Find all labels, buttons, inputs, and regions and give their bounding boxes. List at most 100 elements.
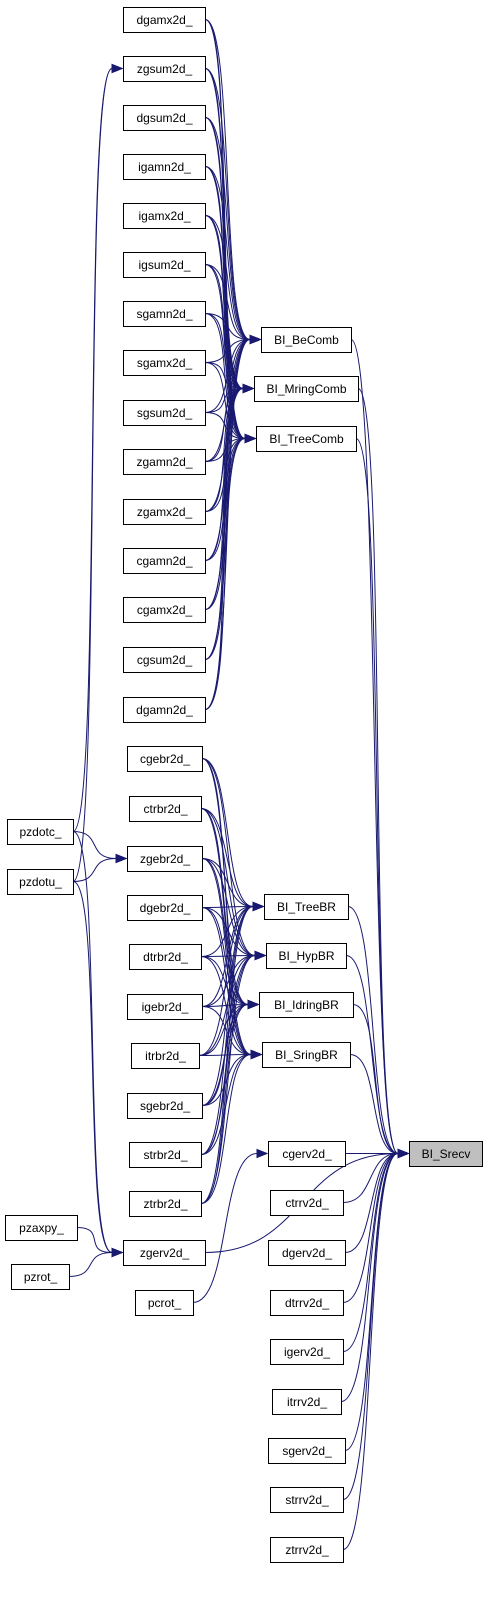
node-bi-hypbr[interactable]: BI_HypBR xyxy=(266,943,347,969)
edge-dtrrv2d-to-BI_Srecv xyxy=(342,1148,410,1303)
node-label: zgamn2d_ xyxy=(136,455,192,469)
node-zgebr2d[interactable]: zgebr2d_ xyxy=(127,846,203,872)
node-label: dgsum2d_ xyxy=(136,111,192,125)
node-itrrv2d[interactable]: itrrv2d_ xyxy=(272,1389,342,1415)
node-dgamn2d[interactable]: dgamn2d_ xyxy=(123,697,206,723)
node-label: pzrot_ xyxy=(24,1270,58,1284)
node-igamn2d[interactable]: igamn2d_ xyxy=(123,154,206,180)
node-igerv2d[interactable]: igerv2d_ xyxy=(270,1339,344,1365)
node-sgsum2d[interactable]: sgsum2d_ xyxy=(123,400,206,426)
edge-BI_HypBR-to-BI_Srecv xyxy=(345,955,410,1159)
node-dgerv2d[interactable]: dgerv2d_ xyxy=(268,1240,346,1266)
node-label: sgamx2d_ xyxy=(137,356,193,370)
edge-pzdotu-to-zgerv2d xyxy=(72,881,124,1258)
node-bi-becomb[interactable]: BI_BeComb xyxy=(261,327,352,353)
node-bi-mringcomb[interactable]: BI_MringComb xyxy=(254,376,359,402)
edge-ztrbr2d-to-BI_SringBR xyxy=(200,1049,263,1204)
node-bi-treebr[interactable]: BI_TreeBR xyxy=(264,894,349,920)
node-ztrbr2d[interactable]: ztrbr2d_ xyxy=(129,1191,202,1217)
node-label: zgamx2d_ xyxy=(137,505,193,519)
edge-dgamx2d-to-BI_BeComb xyxy=(204,19,262,345)
edge-dgamn2d-to-BI_TreeComb xyxy=(204,433,257,710)
node-label: dgerv2d_ xyxy=(282,1246,332,1260)
node-dgsum2d[interactable]: dgsum2d_ xyxy=(123,105,206,131)
node-sgebr2d[interactable]: sgebr2d_ xyxy=(127,1093,203,1119)
node-bi-idringbr[interactable]: BI_IdringBR xyxy=(259,992,354,1018)
node-cgamn2d[interactable]: cgamn2d_ xyxy=(123,548,206,574)
node-label: pzdotu_ xyxy=(19,875,62,889)
nodes-layer: dgamx2d_ zgsum2d_ dgsum2d_ igamn2d_ igam… xyxy=(5,7,483,1563)
node-label: cgsum2d_ xyxy=(137,653,193,667)
node-ztrrv2d[interactable]: ztrrv2d_ xyxy=(270,1537,344,1563)
node-bi-sringbr[interactable]: BI_SringBR xyxy=(262,1042,351,1068)
node-cgebr2d[interactable]: cgebr2d_ xyxy=(127,746,203,772)
edge-ctrbr2d-to-BI_HypBR xyxy=(200,808,267,961)
node-label: pzdotc_ xyxy=(19,825,61,839)
node-label: igebr2d_ xyxy=(142,1000,189,1014)
edge-igamx2d-to-BI_MringComb xyxy=(204,215,255,394)
edge-ctrbr2d-to-BI_SringBR xyxy=(200,808,263,1060)
node-label: cgebr2d_ xyxy=(140,752,190,766)
node-label: dgamx2d_ xyxy=(136,13,192,27)
node-dtrrv2d[interactable]: dtrrv2d_ xyxy=(270,1290,344,1316)
node-igamx2d[interactable]: igamx2d_ xyxy=(123,203,206,229)
node-dtrbr2d[interactable]: dtrbr2d_ xyxy=(129,944,202,970)
node-label: pzaxpy_ xyxy=(19,1221,64,1235)
node-label: ztrrv2d_ xyxy=(285,1543,329,1557)
node-label: itrbr2d_ xyxy=(145,1049,186,1063)
node-label: BI_Srecv xyxy=(422,1147,471,1161)
node-dgebr2d[interactable]: dgebr2d_ xyxy=(127,895,203,921)
node-bi-srecv[interactable]: BI_Srecv xyxy=(409,1141,483,1167)
node-label: sgerv2d_ xyxy=(282,1444,332,1458)
edge-pzdotu-to-zgsum2d xyxy=(72,63,124,882)
node-label: dtrrv2d_ xyxy=(285,1296,329,1310)
node-zgerv2d[interactable]: zgerv2d_ xyxy=(123,1240,206,1266)
node-cgerv2d[interactable]: cgerv2d_ xyxy=(268,1141,346,1167)
node-igsum2d[interactable]: igsum2d_ xyxy=(123,252,206,278)
node-label: cgerv2d_ xyxy=(282,1147,332,1161)
node-pcrot[interactable]: pcrot_ xyxy=(135,1290,194,1316)
node-label: strrv2d_ xyxy=(285,1493,329,1507)
node-label: dtrbr2d_ xyxy=(143,950,188,964)
node-label: BI_HypBR xyxy=(278,949,334,963)
edge-strrv2d-to-BI_Srecv xyxy=(342,1148,410,1500)
edge-igamn2d-to-BI_BeComb xyxy=(204,166,262,345)
node-dgamx2d[interactable]: dgamx2d_ xyxy=(123,7,206,33)
node-pzdotu[interactable]: pzdotu_ xyxy=(7,869,74,895)
node-pzaxpy[interactable]: pzaxpy_ xyxy=(5,1215,78,1241)
edge-ztrbr2d-to-BI_TreeBR xyxy=(200,901,265,1204)
node-label: BI_MringComb xyxy=(266,382,346,396)
node-cgamx2d[interactable]: cgamx2d_ xyxy=(123,597,206,623)
node-label: sgebr2d_ xyxy=(140,1099,190,1113)
node-bi-treecomb[interactable]: BI_TreeComb xyxy=(256,426,357,452)
edge-BI_TreeComb-to-BI_Srecv xyxy=(355,438,410,1159)
edges-layer xyxy=(68,19,410,1550)
node-label: BI_TreeComb xyxy=(269,432,344,446)
node-sgamn2d[interactable]: sgamn2d_ xyxy=(123,301,206,327)
node-strrv2d[interactable]: strrv2d_ xyxy=(270,1487,344,1513)
node-label: igerv2d_ xyxy=(284,1345,330,1359)
node-ctrrv2d[interactable]: ctrrv2d_ xyxy=(270,1190,344,1216)
node-zgamn2d[interactable]: zgamn2d_ xyxy=(123,449,206,475)
node-igebr2d[interactable]: igebr2d_ xyxy=(127,994,203,1020)
node-zgsum2d[interactable]: zgsum2d_ xyxy=(123,56,206,82)
node-pzrot[interactable]: pzrot_ xyxy=(11,1264,70,1290)
node-pzdotc[interactable]: pzdotc_ xyxy=(7,819,74,845)
node-label: sgsum2d_ xyxy=(137,406,193,420)
node-sgamx2d[interactable]: sgamx2d_ xyxy=(123,350,206,376)
edge-pcrot-to-cgerv2d xyxy=(192,1148,269,1303)
edge-dgamn2d-to-BI_MringComb xyxy=(204,383,255,710)
node-label: ctrrv2d_ xyxy=(285,1196,329,1210)
node-label: itrrv2d_ xyxy=(287,1395,327,1409)
node-ctrbr2d[interactable]: ctrbr2d_ xyxy=(129,796,202,822)
node-strbr2d[interactable]: strbr2d_ xyxy=(129,1142,202,1168)
edge-pzrot-to-zgerv2d xyxy=(68,1247,124,1277)
node-label: zgebr2d_ xyxy=(140,852,190,866)
node-zgamx2d[interactable]: zgamx2d_ xyxy=(123,499,206,525)
node-label: BI_BeComb xyxy=(274,333,339,347)
node-label: pcrot_ xyxy=(148,1296,182,1310)
node-sgerv2d[interactable]: sgerv2d_ xyxy=(268,1438,346,1464)
node-itrbr2d[interactable]: itrbr2d_ xyxy=(131,1043,200,1069)
node-cgsum2d[interactable]: cgsum2d_ xyxy=(123,647,206,673)
